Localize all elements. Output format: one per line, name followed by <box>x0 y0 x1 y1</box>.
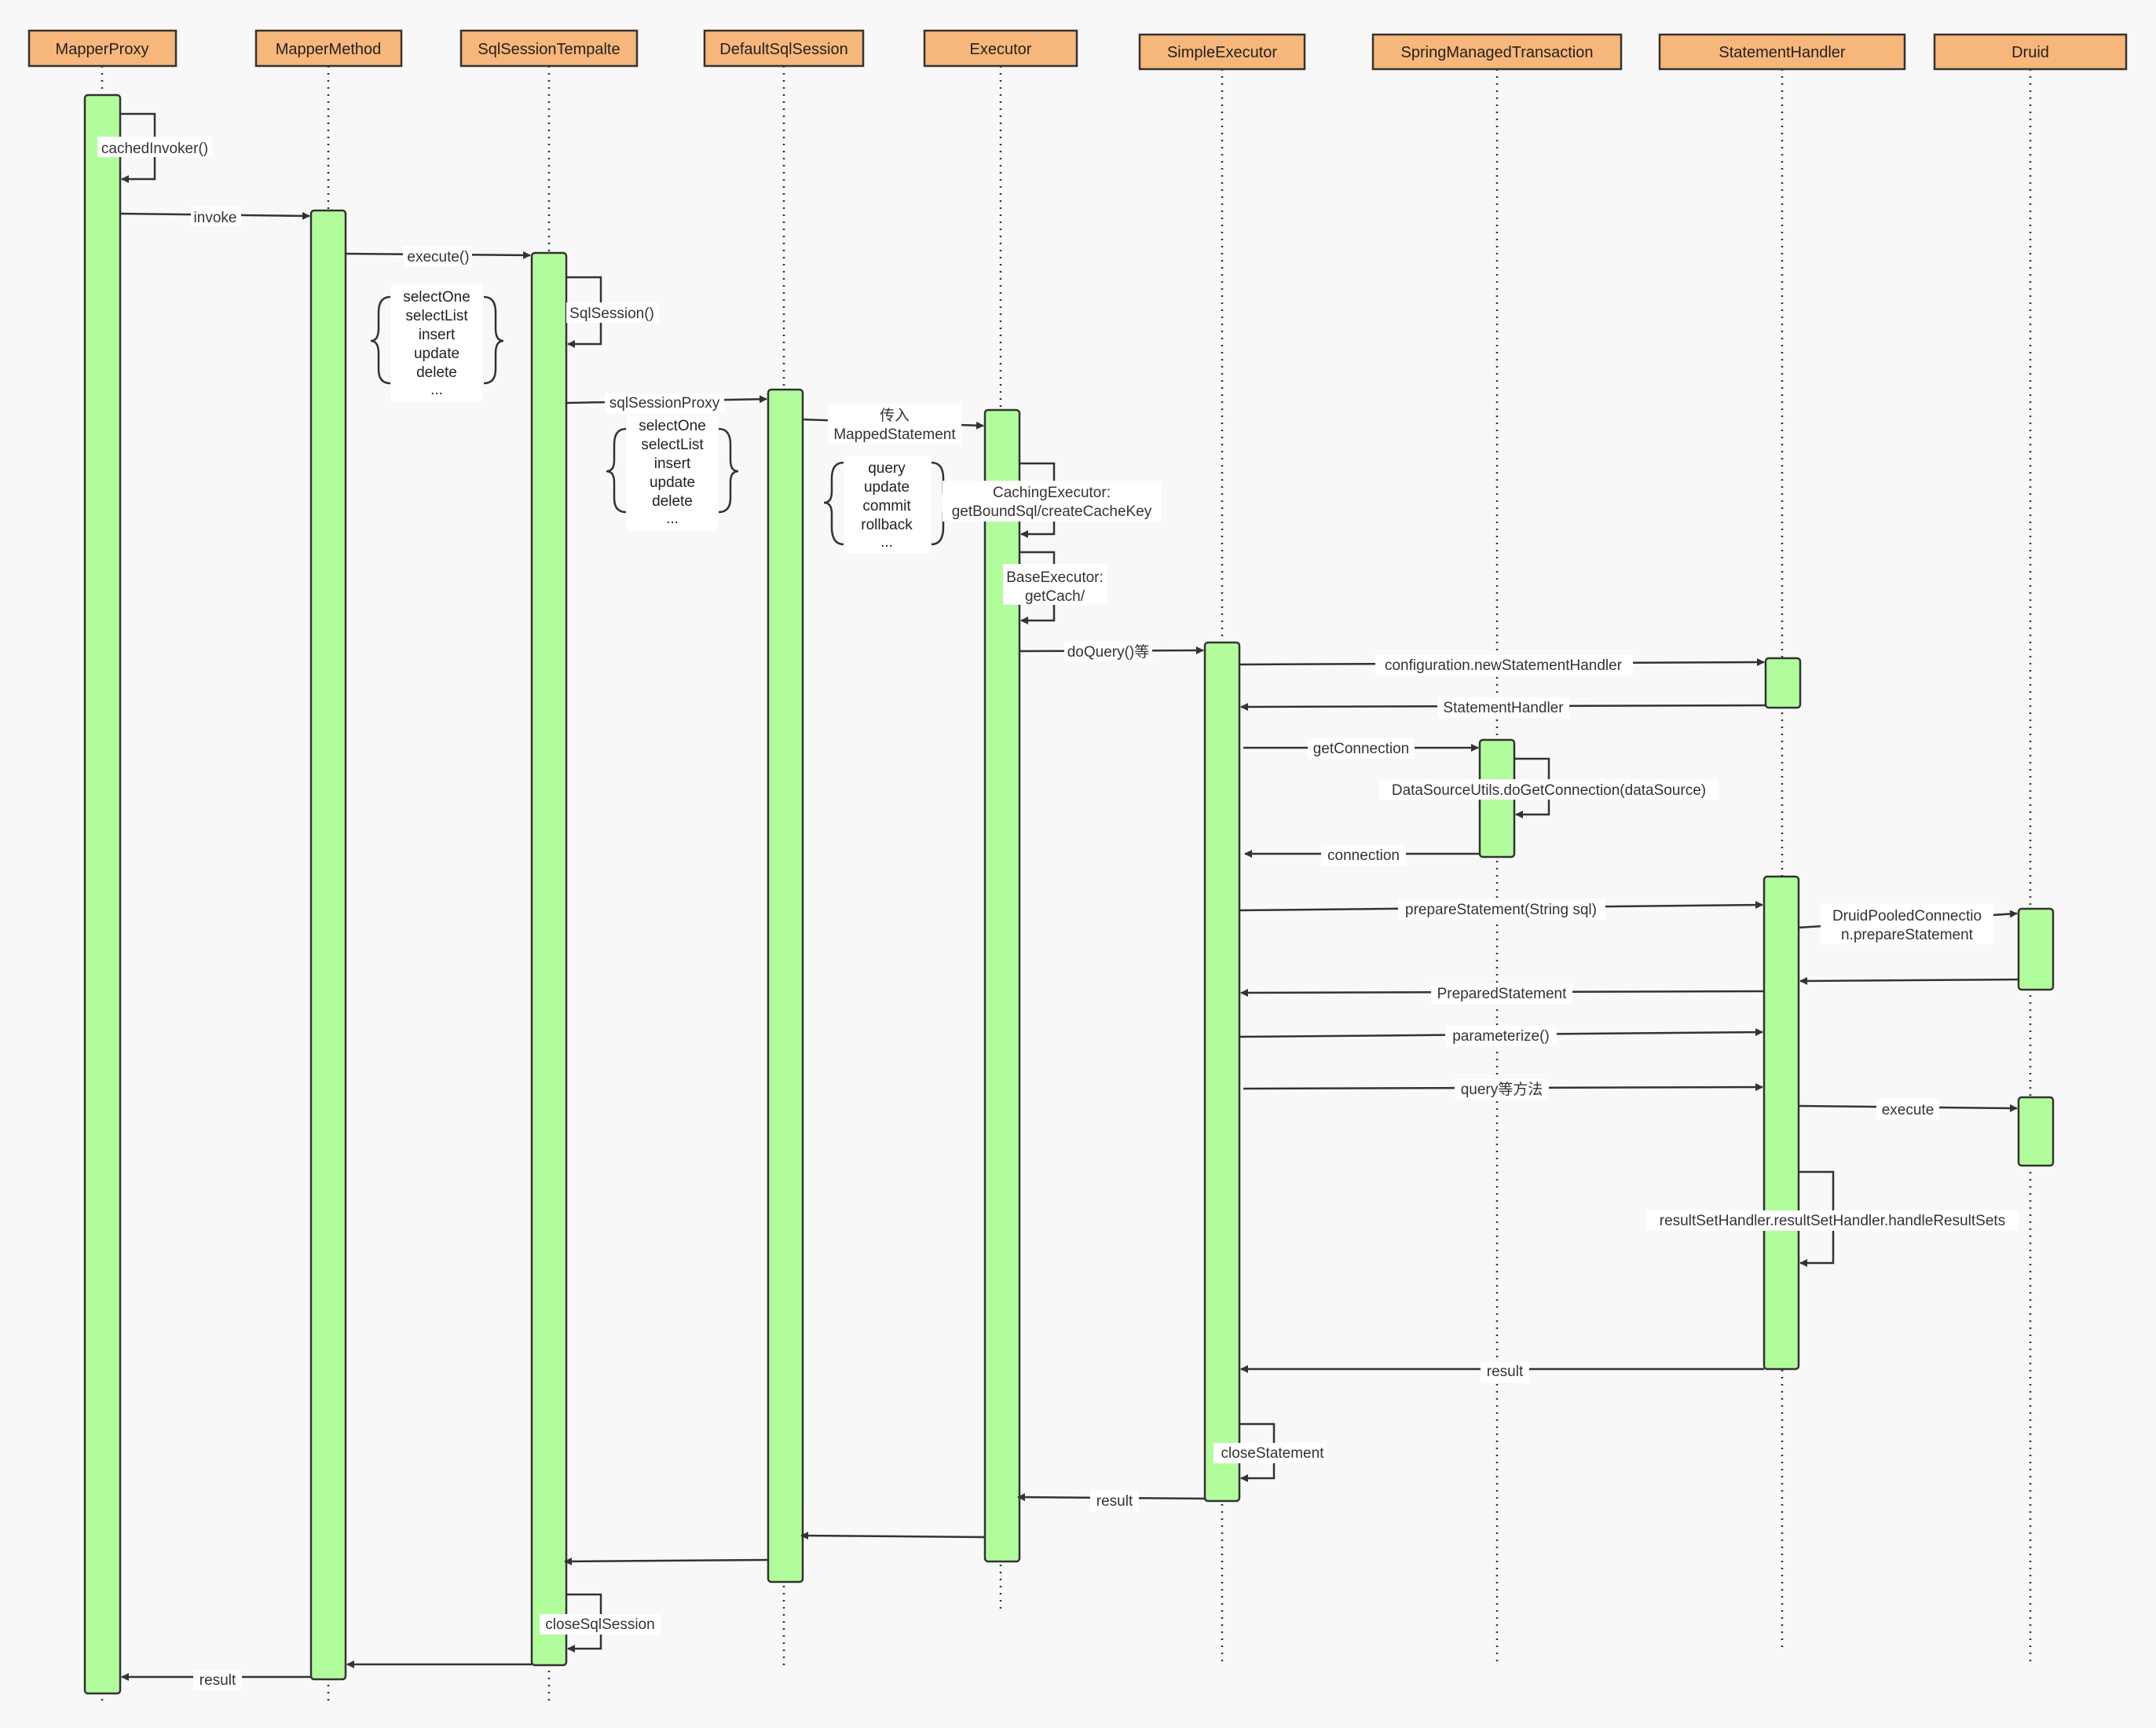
label-base-executor: BaseExecutor: <box>1006 569 1104 586</box>
participant-label: Executor <box>970 41 1032 58</box>
label-mapped-statement: MappedStatement <box>833 427 956 443</box>
participant-label: Druid <box>2011 44 2049 61</box>
label-do-get-connection: DataSourceUtils.doGetConnection(dataSour… <box>1392 782 1706 799</box>
participant-label: SqlSessionTempalte <box>478 41 620 58</box>
activation-bars <box>83 93 2055 1695</box>
label-prepared-statement: PreparedStatement <box>1437 986 1567 1002</box>
activation-sql-session-template <box>530 251 568 1667</box>
activation-druid-execute <box>2017 1096 2055 1167</box>
activation-mapper-proxy <box>83 93 122 1695</box>
label-result-statement-handler: result <box>1487 1364 1524 1380</box>
arrow-return-executor <box>800 1532 986 1540</box>
label-close-sql-session: closeSqlSession <box>545 1616 654 1633</box>
participant-statement-handler: StatementHandler <box>1658 33 1906 71</box>
label-do-query: doQuery()等 <box>1067 643 1150 661</box>
note-item: selectList <box>641 437 704 453</box>
participant-mapper-method: MapperMethod <box>254 29 403 68</box>
label-sql-session-proxy: sqlSessionProxy <box>609 395 720 412</box>
brace-left-executor <box>823 461 844 546</box>
note-item: insert <box>419 327 456 343</box>
label-prepare-statement: prepareStatement(String sql) <box>1405 902 1597 918</box>
note-item: ... <box>430 382 443 398</box>
participant-label: StatementHandler <box>1719 44 1846 61</box>
label-caching-executor: CachingExecutor: <box>993 485 1111 501</box>
participant-label: SimpleExecutor <box>1167 44 1277 61</box>
label-statement-handler-return: StatementHandler <box>1443 700 1564 716</box>
message-arrows <box>119 211 2019 1681</box>
label-sql-session: SqlSession() <box>569 306 654 322</box>
label-druid-prepare-2: n.prepareStatement <box>1841 927 1974 943</box>
participant-sql-session-template: SqlSessionTempalte <box>459 29 639 68</box>
label-cached-invoker: cachedInvoker() <box>101 141 208 157</box>
label-new-statement-handler: configuration.newStatementHandler <box>1385 657 1623 674</box>
arrow-druid-return <box>1799 976 2019 985</box>
label-get-connection: getConnection <box>1313 741 1410 757</box>
label-execute: execute() <box>407 249 469 265</box>
note-item: query <box>868 460 906 477</box>
activation-druid-prepare <box>2017 907 2055 991</box>
note-item: update <box>864 479 910 496</box>
note-item: ... <box>666 511 679 527</box>
activation-mapper-method <box>309 209 347 1681</box>
note-session-methods: selectOne selectList insert update delet… <box>627 416 718 531</box>
label-handle-result-sets: resultSetHandler.resultSetHandler.handle… <box>1660 1213 2005 1229</box>
label-get-cach: getCach/ <box>1025 588 1085 605</box>
label-execute-druid: execute <box>1882 1102 1935 1118</box>
arrow-return-default-sql-session <box>564 1557 769 1565</box>
label-result-mapper-proxy: result <box>199 1672 236 1689</box>
label-druid-prepare-1: DruidPooledConnectio <box>1832 908 1982 924</box>
label-close-statement: closeStatement <box>1221 1445 1325 1462</box>
activation-simple-executor <box>1203 641 1241 1503</box>
label-pass-in: 传入 <box>880 407 910 424</box>
note-item: update <box>650 474 695 491</box>
brace-left-template <box>370 295 391 385</box>
note-item: commit <box>862 498 911 514</box>
participant-spring-managed-transaction: SpringManagedTransaction <box>1371 33 1623 71</box>
participant-label: MapperMethod <box>276 41 382 58</box>
note-template-methods: selectOne selectList insert update delet… <box>391 284 482 402</box>
participant-label: DefaultSqlSession <box>719 41 847 58</box>
activation-statement-handler-create <box>1764 657 1802 709</box>
note-item: selectOne <box>639 418 706 434</box>
note-item: delete <box>416 364 457 381</box>
participant-headers: MapperProxy MapperMethod SqlSessionTempa… <box>27 29 2128 71</box>
participant-mapper-proxy: MapperProxy <box>27 29 178 68</box>
note-item: rollback <box>861 517 913 533</box>
note-item: insert <box>654 456 691 472</box>
brace-right-session <box>718 427 739 514</box>
label-invoke: invoke <box>194 210 237 226</box>
note-item: selectList <box>405 308 468 324</box>
participant-executor: Executor <box>923 29 1078 68</box>
note-executor-methods: query update commit rollback ... <box>844 456 931 553</box>
label-result-simple-executor: result <box>1096 1493 1133 1510</box>
brace-left-session <box>606 427 627 514</box>
note-item: selectOne <box>403 289 470 306</box>
note-item: ... <box>880 534 893 551</box>
activation-statement-handler <box>1763 875 1800 1371</box>
activation-executor <box>983 408 1021 1563</box>
participant-label: SpringManagedTransaction <box>1401 44 1594 61</box>
participant-default-sql-session: DefaultSqlSession <box>703 29 865 68</box>
note-item: delete <box>652 493 693 510</box>
note-item: update <box>414 346 459 362</box>
message-labels: cachedInvoker() invoke execute() SqlSess… <box>97 137 2019 1690</box>
participant-simple-executor: SimpleExecutor <box>1138 33 1306 71</box>
label-parameterize: parameterize() <box>1452 1028 1550 1045</box>
label-query-methods: query等方法 <box>1461 1081 1543 1098</box>
participant-druid: Druid <box>1933 33 2128 71</box>
activation-default-sql-session <box>767 388 804 1583</box>
participant-label: MapperProxy <box>56 41 149 58</box>
brace-right-template <box>483 295 504 385</box>
note-braces <box>370 295 952 546</box>
label-connection: connection <box>1327 848 1400 864</box>
label-get-bound-sql: getBoundSql/createCacheKey <box>952 503 1152 520</box>
